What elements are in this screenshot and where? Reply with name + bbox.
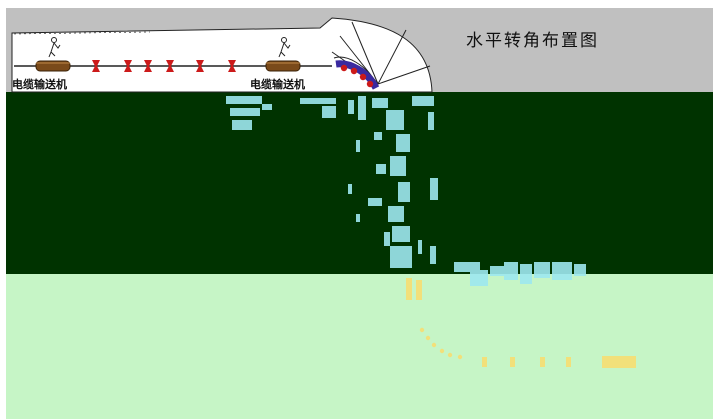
diagram-canvas: 水平转角布置图 电缆输送机 电缆输送机 — [0, 0, 713, 419]
render-artifacts — [0, 0, 713, 419]
